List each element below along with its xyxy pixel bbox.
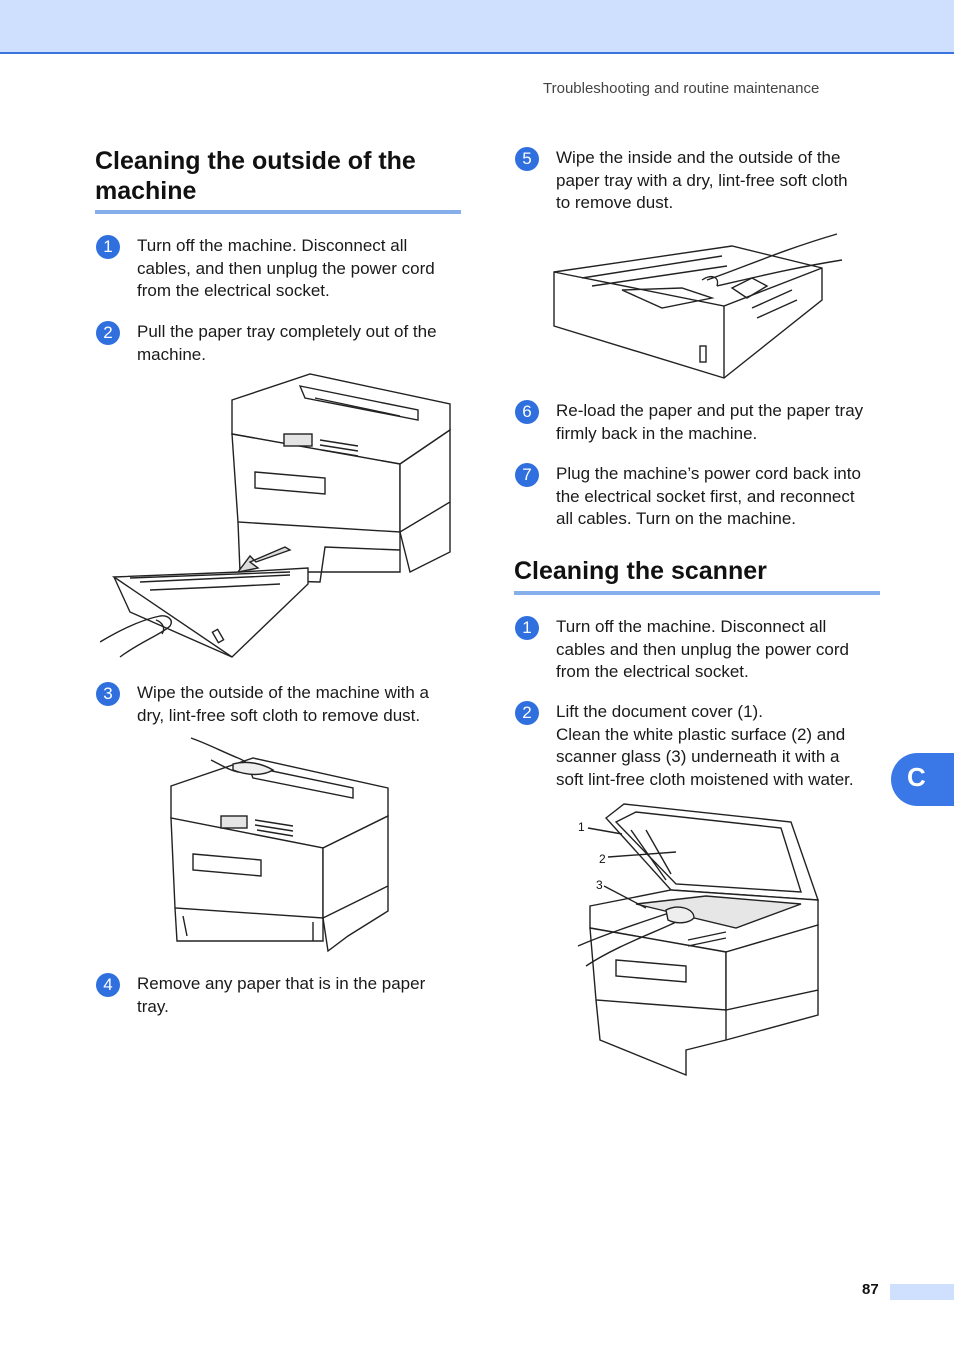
section-title-scanner: Cleaning the scanner (514, 557, 767, 585)
step-number-badge: 7 (515, 463, 539, 487)
callout-3-label: 3 (596, 878, 603, 892)
step-text: Plug the machine’s power cord back into … (556, 464, 861, 528)
step-text: Turn off the machine. Disconnect all cab… (556, 617, 849, 681)
section-rule-outside (95, 210, 461, 214)
chapter-tab: C (891, 753, 954, 806)
paper-tray-wipe-illustration (552, 228, 844, 386)
section-title-line2: machine (95, 177, 197, 205)
scanner-cover-open-illustration: 1 2 3 (576, 800, 826, 1080)
step-number-badge: 5 (515, 147, 539, 171)
section-title-outside: Cleaning the outside of the machine (95, 146, 416, 206)
step-text: Wipe the inside and the outside of the p… (556, 148, 848, 212)
step-text: Turn off the machine. Disconnect all cab… (137, 236, 435, 300)
top-header-band (0, 0, 954, 54)
callout-1-label: 1 (578, 820, 585, 834)
step-number-badge: 1 (96, 235, 120, 259)
printer-wipe-outside-illustration (163, 736, 395, 958)
step-text: Re-load the paper and put the paper tray… (556, 401, 864, 443)
page-number: 87 (862, 1281, 879, 1298)
chapter-tab-label: C (907, 762, 926, 792)
section-rule-scanner (514, 591, 880, 595)
step-number-badge: 1 (515, 616, 539, 640)
footer-band (890, 1284, 954, 1300)
step-text: Pull the paper tray completely out of th… (137, 322, 437, 364)
step-text: Remove any paper that is in the paper tr… (137, 974, 426, 1016)
step-number-badge: 6 (515, 400, 539, 424)
step-number-badge: 3 (96, 682, 120, 706)
step-number-badge: 4 (96, 973, 120, 997)
step-number-badge: 2 (515, 701, 539, 725)
callout-2-label: 2 (599, 852, 606, 866)
step-number-badge: 2 (96, 321, 120, 345)
step-text: Wipe the outside of the machine with a d… (137, 683, 429, 725)
running-header: Troubleshooting and routine maintenance (543, 80, 820, 97)
section-title-line1: Cleaning the outside of the (95, 147, 416, 175)
printer-tray-removed-illustration (100, 372, 460, 667)
step-text: Lift the document cover (1). Clean the w… (556, 702, 854, 789)
